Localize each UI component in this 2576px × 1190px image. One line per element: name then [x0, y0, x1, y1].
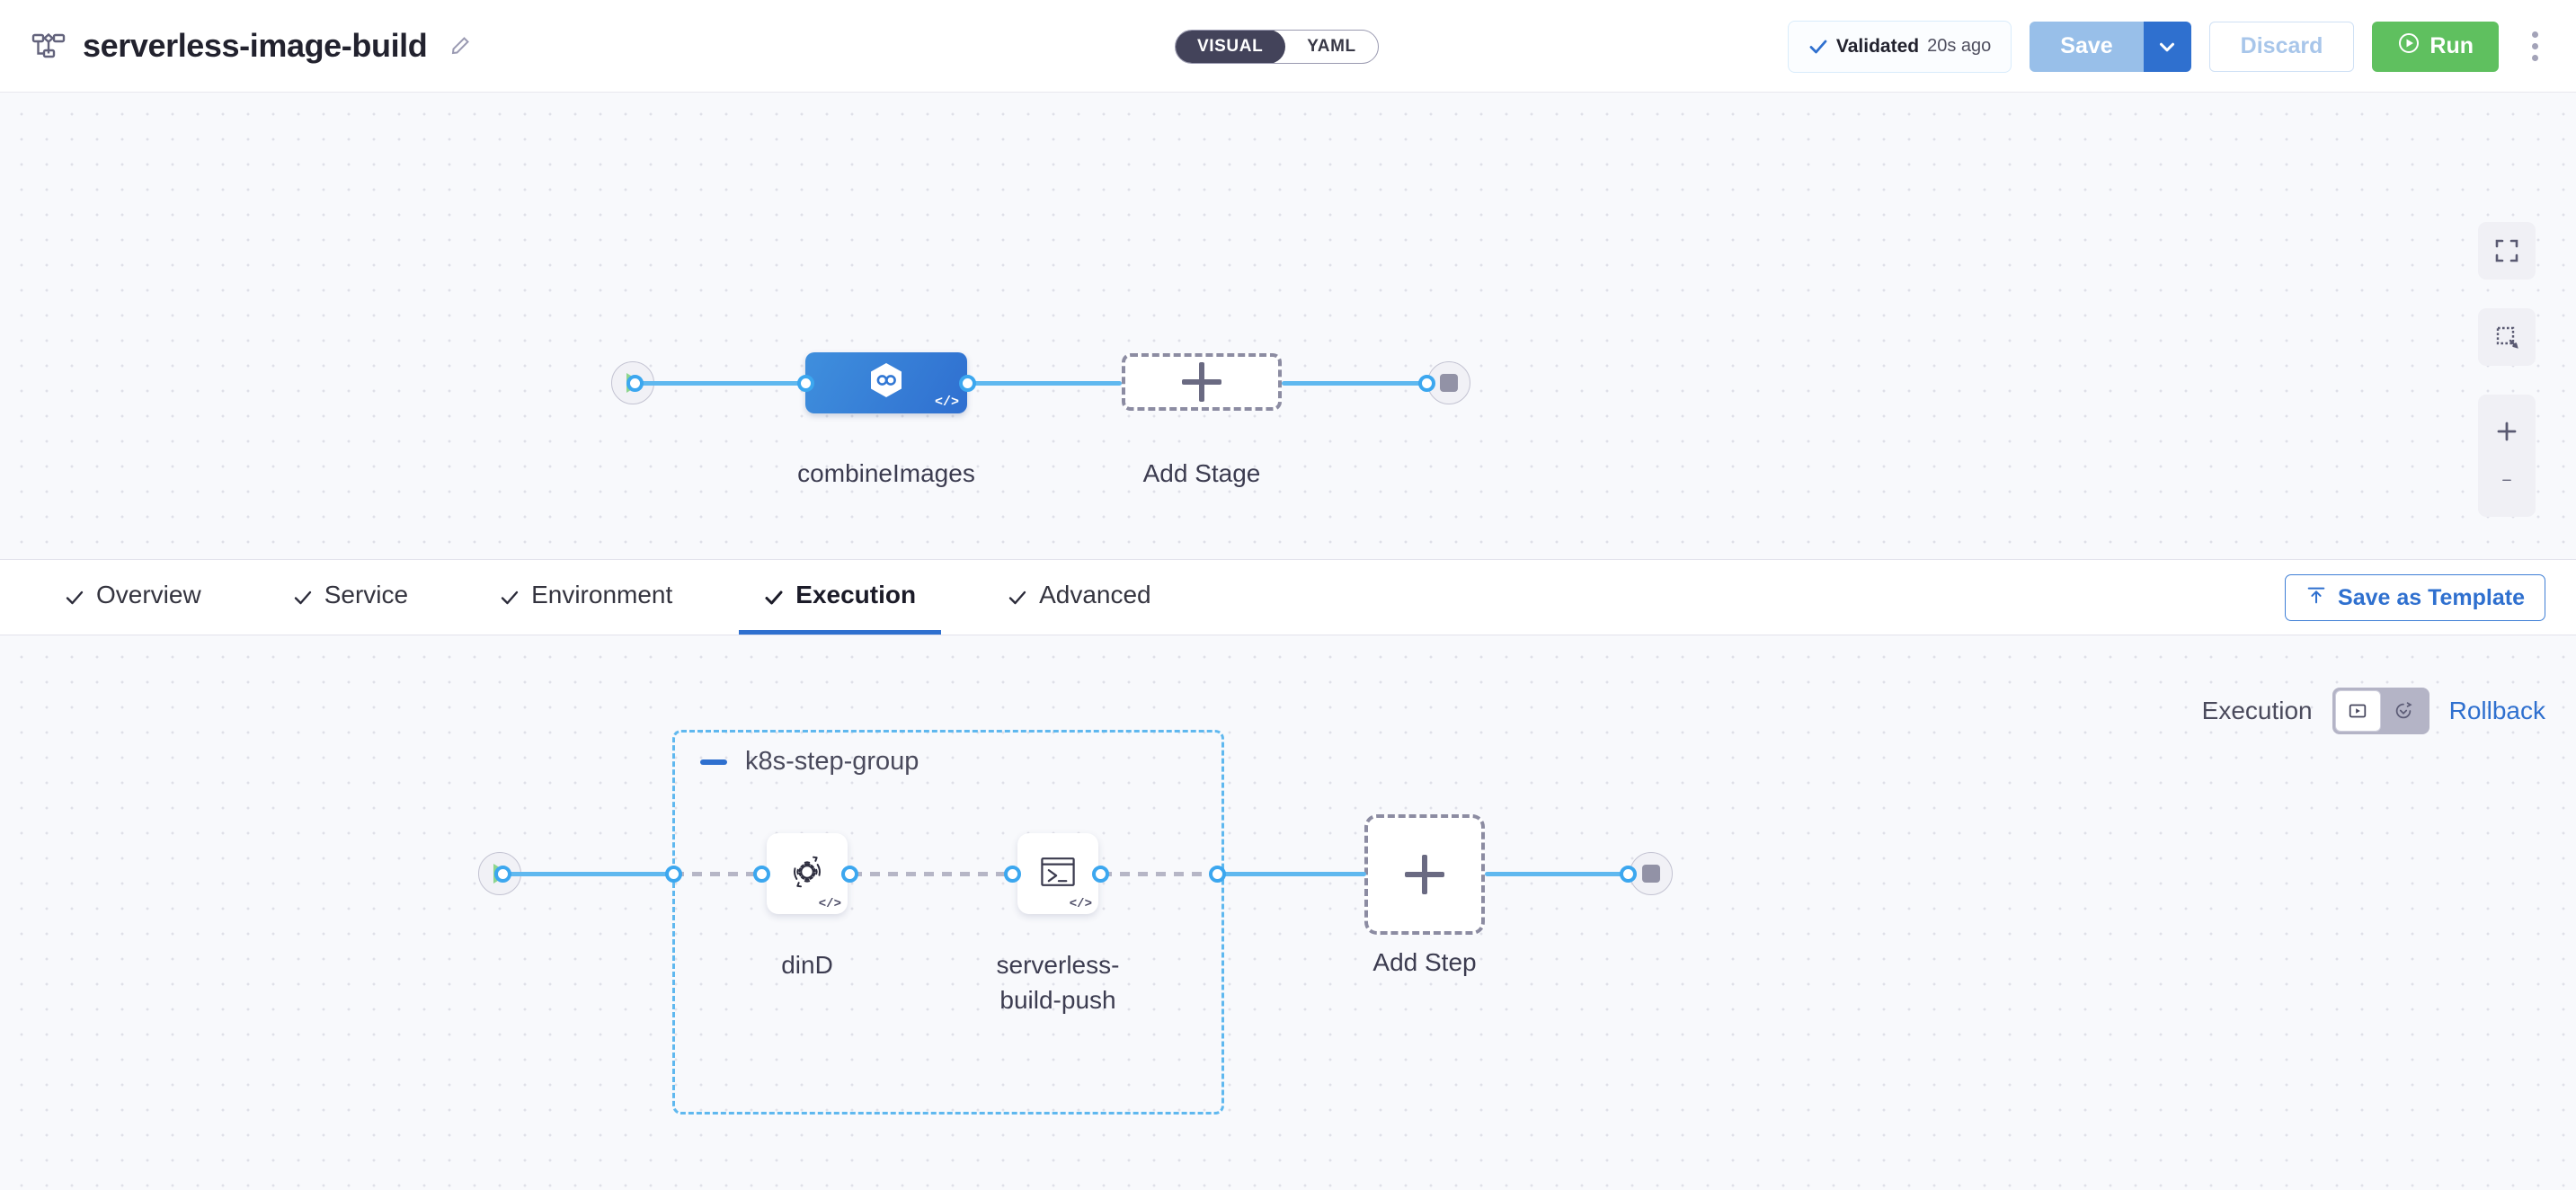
edge-addstep-to-end [1485, 872, 1629, 876]
validated-timestamp: 20s ago [1927, 36, 1992, 56]
add-stage-label: Add Stage [1142, 459, 1261, 487]
execution-end-node[interactable] [1630, 852, 1673, 895]
step-node-serverless-build-push[interactable]: </> [1017, 833, 1098, 914]
save-button-group[interactable]: Save [2030, 21, 2191, 72]
check-icon [65, 585, 84, 605]
code-badge: </> [1069, 897, 1092, 911]
end-node-port[interactable] [1418, 375, 1435, 392]
edge-start-to-group [503, 872, 674, 876]
execution-start-port[interactable] [494, 866, 511, 883]
view-mode-toggle[interactable]: VISUAL YAML [1175, 30, 1379, 64]
stage-node-combineimages[interactable]: </> [805, 352, 967, 413]
status-badge-validated: Validated 20s ago [1787, 20, 2012, 73]
run-button-label: Run [2429, 33, 2474, 58]
tab-overview[interactable]: Overview [40, 560, 227, 635]
validated-label: Validated [1835, 35, 1920, 57]
gear-rotate-icon [783, 848, 831, 901]
edge-addstage-to-end [1282, 381, 1427, 386]
page-title: serverless-image-build [83, 27, 428, 64]
stage-output-port[interactable] [959, 375, 976, 392]
step-node-dind[interactable]: </> [767, 833, 848, 914]
tab-label: Overview [96, 581, 201, 608]
start-node-port[interactable] [626, 375, 644, 392]
tab-label: Advanced [1039, 581, 1151, 608]
code-badge: </> [934, 395, 959, 410]
check-icon [1808, 37, 1828, 57]
pipeline-nodes-icon [31, 28, 67, 64]
tab-label: Execution [795, 581, 917, 608]
execution-end-port[interactable] [1620, 866, 1637, 883]
view-mode-yaml[interactable]: YAML [1307, 37, 1356, 56]
discard-button[interactable]: Discard [2208, 21, 2355, 72]
step-label-serverless-build-push: serverless- build-push [996, 951, 1120, 1014]
stage-node-label: combineImages [797, 459, 975, 487]
check-icon [293, 585, 313, 605]
buildpush-input-port[interactable] [1004, 866, 1021, 883]
execution-rollback-toggle[interactable] [2332, 688, 2429, 734]
more-vertical-icon[interactable] [2517, 22, 2553, 72]
step-group-header: k8s-step-group [700, 747, 919, 777]
check-icon [500, 585, 520, 605]
buildpush-output-port[interactable] [1092, 866, 1109, 883]
play-circle-icon [2397, 31, 2421, 61]
zoom-out-button[interactable] [2493, 477, 2520, 494]
fit-to-screen-button[interactable] [2478, 222, 2536, 280]
edge-group-to-dind [674, 872, 755, 876]
dind-input-port[interactable] [753, 866, 770, 883]
pencil-icon[interactable] [449, 34, 472, 58]
step-group-title: k8s-step-group [745, 747, 919, 776]
execution-mode-label: Execution [2201, 697, 2313, 724]
edge-start-to-stage [635, 381, 805, 386]
group-input-port[interactable] [665, 866, 682, 883]
step-group-k8s[interactable]: k8s-step-group [672, 730, 1224, 1115]
tab-label: Service [324, 581, 409, 608]
stop-icon [1630, 852, 1673, 895]
tab-label: Environment [531, 581, 673, 608]
tab-advanced[interactable]: Advanced [982, 560, 1177, 635]
rollback-mode-option[interactable] [2381, 690, 2427, 732]
selection-box-button[interactable] [2478, 308, 2536, 366]
run-button[interactable]: Run [2372, 21, 2499, 72]
edge-buildpush-to-groupend [1102, 872, 1210, 876]
add-step-button[interactable] [1364, 814, 1485, 935]
check-icon [764, 585, 784, 605]
execution-mode-option[interactable] [2334, 690, 2381, 732]
execution-graph-canvas[interactable]: Execution Rollback [0, 635, 2576, 1190]
tab-environment[interactable]: Environment [475, 560, 697, 635]
check-icon [1008, 585, 1027, 605]
rollback-label[interactable]: Rollback [2448, 697, 2545, 724]
add-step-label: Add Step [1372, 948, 1477, 976]
header-actions: Validated 20s ago Save Discard Run [1787, 0, 2576, 93]
app-header: serverless-image-build VISUAL YAML Valid… [0, 0, 2576, 93]
stage-graph-canvas[interactable]: </> combineImages Add Stage [0, 93, 2576, 560]
dind-output-port[interactable] [841, 866, 858, 883]
save-button[interactable]: Save [2030, 21, 2144, 72]
save-as-template-button[interactable]: Save as Template [2285, 574, 2545, 621]
code-badge: </> [818, 897, 841, 911]
header-left-group: serverless-image-build [0, 27, 472, 65]
terminal-icon [1035, 849, 1080, 899]
plus-icon [1405, 855, 1444, 894]
view-mode-visual[interactable]: VISUAL [1175, 31, 1286, 63]
zoom-controls[interactable] [2478, 395, 2536, 517]
execution-mode-row: Execution Rollback [2202, 688, 2545, 734]
group-output-port[interactable] [1209, 866, 1226, 883]
template-upload-icon [2305, 584, 2327, 612]
step-label-dind: dinD [781, 951, 833, 979]
add-stage-button[interactable] [1122, 353, 1282, 411]
edge-group-to-addstep [1219, 872, 1366, 876]
zoom-in-button[interactable] [2493, 418, 2520, 449]
stage-config-tabs: Overview Service Environment Execution A… [0, 560, 2576, 635]
edge-dind-to-buildpush [852, 872, 1005, 876]
tab-list: Overview Service Environment Execution A… [0, 560, 1218, 635]
stage-input-port[interactable] [797, 375, 814, 392]
minus-icon[interactable] [700, 759, 727, 765]
edge-stage-to-addstage [967, 381, 1122, 386]
save-as-template-label: Save as Template [2338, 584, 2525, 610]
tab-service[interactable]: Service [268, 560, 433, 635]
harness-hexagon-icon [866, 360, 907, 406]
save-dropdown-button[interactable] [2143, 21, 2191, 72]
tab-execution[interactable]: Execution [739, 560, 942, 635]
plus-icon [1182, 362, 1221, 402]
